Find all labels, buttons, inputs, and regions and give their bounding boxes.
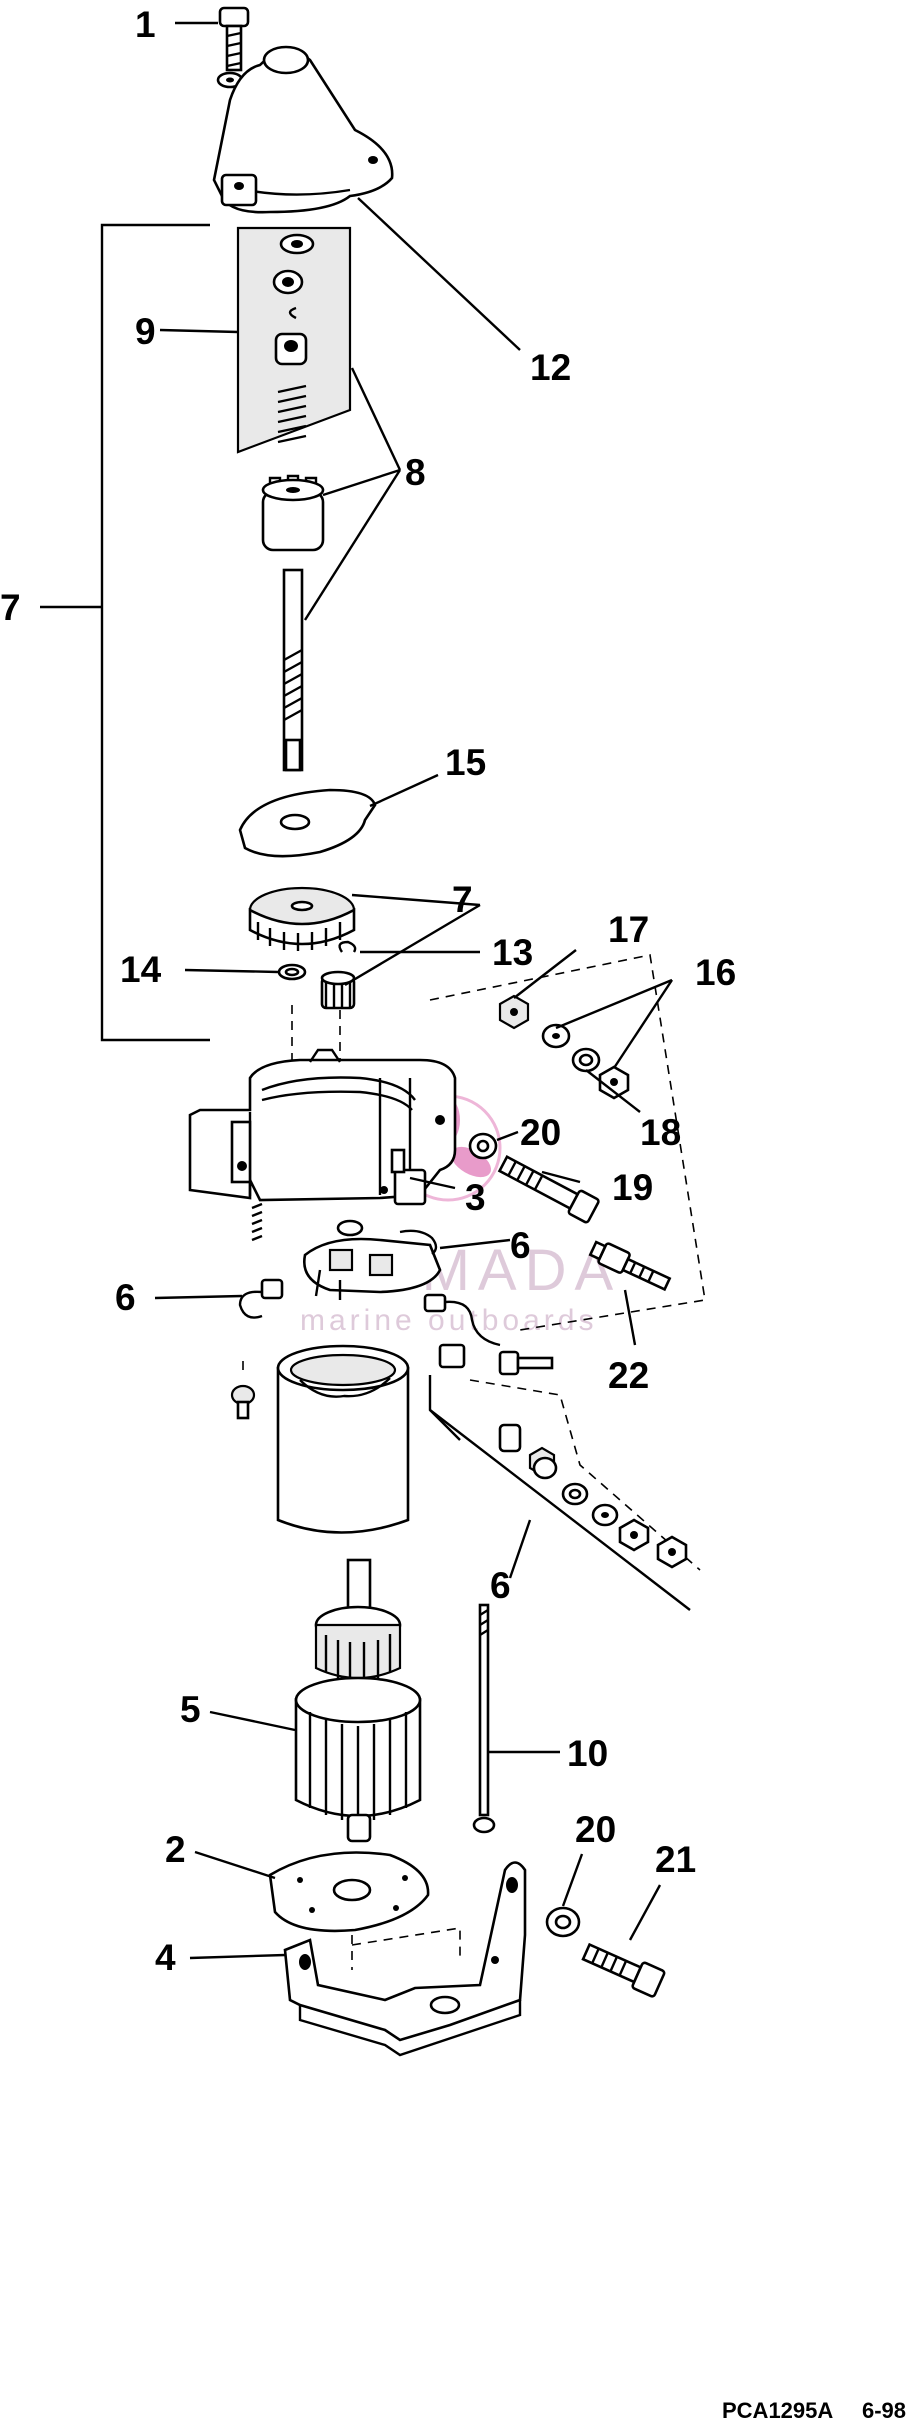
leader-8c (303, 469, 402, 621)
leader-19 (541, 1170, 581, 1184)
leader-12 (357, 197, 521, 351)
part-armature-5 (294, 1558, 422, 1843)
callout-label: 17 (608, 909, 649, 950)
part-through-bolt-10 (472, 1603, 496, 1834)
footer-part-code: PCA1295A (722, 2398, 833, 2423)
part-pinion-8 (261, 474, 325, 552)
leader-7b (351, 893, 481, 907)
part-gear-7 (248, 886, 356, 951)
part-nut-16b (598, 1065, 630, 1100)
callout-label: 20 (520, 1112, 561, 1153)
part-gasket-2 (268, 1851, 430, 1933)
part-nut-17 (498, 994, 530, 1030)
callout-label: 3 (465, 1177, 486, 1218)
leader-20b (561, 1853, 584, 1907)
callout-label: 7 (0, 587, 21, 628)
callout-label: 20 (575, 1809, 616, 1850)
callout-label: 5 (180, 1689, 201, 1730)
callout-label: 4 (155, 1937, 176, 1978)
callout-label: 14 (120, 949, 162, 990)
part-frame-screw (230, 1384, 256, 1420)
part-screw-1 (218, 6, 250, 72)
centerline-4 (351, 1927, 461, 1970)
part-drive-cap-12 (212, 45, 394, 214)
part-bracket-4 (283, 1861, 527, 2057)
callout-label: 1 (135, 4, 156, 45)
leader-6c (508, 1519, 532, 1579)
part-small-pinion (320, 970, 356, 1010)
leader-3 (409, 1176, 456, 1190)
callout-label: 9 (135, 311, 156, 352)
leader-14 (184, 968, 279, 974)
part-washer-18 (571, 1047, 601, 1073)
callout-label: 6 (115, 1277, 136, 1318)
callout-label: 16 (695, 952, 736, 993)
leader-5 (209, 1710, 296, 1732)
part-washer-14 (277, 963, 307, 981)
callout-label: 10 (567, 1733, 608, 1774)
kit-base-line (429, 1409, 691, 1611)
callout-label: 2 (165, 1829, 186, 1870)
callout-label: 13 (492, 932, 533, 973)
part-bolt-21 (581, 1942, 666, 1998)
callout-label: 8 (405, 452, 426, 493)
part-brush-lead (423, 1293, 554, 1376)
part-plate-15 (238, 788, 377, 858)
leader-8a (350, 367, 402, 471)
leader-15 (369, 773, 439, 808)
part-clip-13 (338, 940, 357, 953)
leader-9 (159, 328, 239, 334)
leader-18 (585, 1069, 641, 1113)
part-bolt-19 (497, 1155, 600, 1224)
part-brush-plate-6 (238, 1202, 442, 1319)
part-helix-shaft (282, 568, 304, 772)
footer-date-code: 6-98 (862, 2398, 906, 2423)
part-field-frame (276, 1344, 410, 1534)
callout-label: 21 (655, 1839, 696, 1880)
part-washer-20a (468, 1132, 498, 1160)
leader-2 (194, 1850, 276, 1880)
callout-label: 15 (445, 742, 486, 783)
callout-label: 12 (530, 347, 571, 388)
leader-8b (322, 468, 401, 497)
callout-label: 6 (490, 1565, 511, 1606)
leader-16a (555, 978, 673, 1030)
part-stud-22 (588, 1240, 672, 1292)
drive-assembly-bracket (100, 223, 210, 1042)
part-panel-9 (236, 226, 352, 454)
leader-21 (628, 1884, 662, 1941)
leader-6b (439, 1238, 511, 1250)
watermark-tagline: marine outboards (300, 1304, 597, 1337)
callout-label: 6 (510, 1225, 531, 1266)
callout-label: 18 (640, 1112, 681, 1153)
part-washer-20b (545, 1906, 581, 1938)
leader-16b (612, 979, 674, 1069)
leader-7c (344, 903, 481, 987)
leader-6a (154, 1294, 243, 1300)
leader-20a (496, 1130, 519, 1142)
callout-label: 7 (452, 879, 473, 920)
kit-outline-lower (469, 1379, 701, 1571)
callout-label: 22 (608, 1355, 649, 1396)
leader-22 (623, 1289, 637, 1346)
part-washer-16a (541, 1023, 571, 1049)
part-kit-lower (498, 1423, 688, 1569)
leader-17 (513, 949, 577, 999)
leader-4 (189, 1953, 286, 1960)
part-housing-3 (188, 1048, 457, 1206)
callout-label: 19 (612, 1167, 653, 1208)
